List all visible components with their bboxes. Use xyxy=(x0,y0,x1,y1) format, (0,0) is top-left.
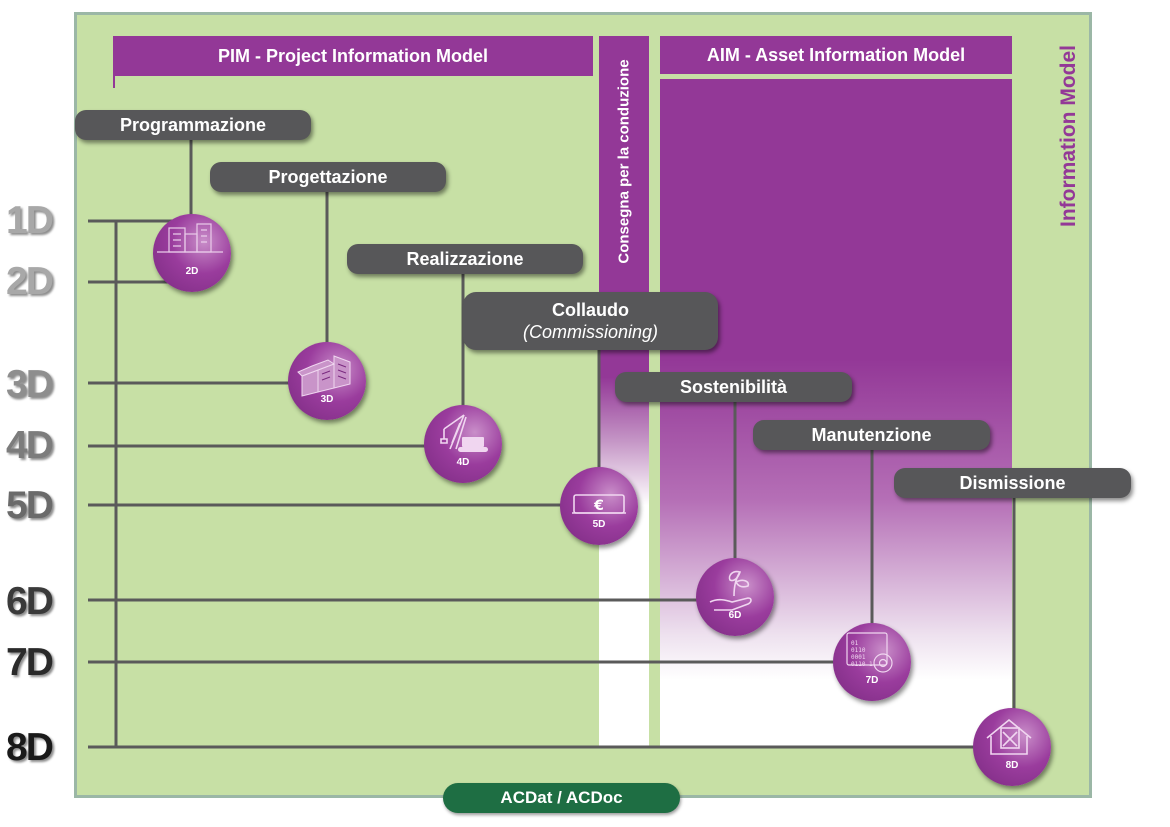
information-model-label: Information Model xyxy=(1057,45,1080,227)
dim-label-2d: 2D xyxy=(6,260,54,303)
pim-header: PIM - Project Information Model xyxy=(113,36,593,76)
phase-programmazione: Programmazione xyxy=(75,110,311,140)
svg-text:0110: 0110 xyxy=(851,647,866,654)
phase-realizzazione: Realizzazione xyxy=(347,244,583,274)
acdat-acdoc-badge: ACDat / ACDoc xyxy=(443,783,680,813)
dim-label-6d: 6D xyxy=(6,580,54,623)
dim-label-1d: 1D xyxy=(6,199,54,242)
phase-dismissione: Dismissione xyxy=(894,468,1131,498)
collaudo-subtitle: (Commissioning) xyxy=(522,322,659,342)
crane-icon xyxy=(440,414,488,452)
svg-text:0110 1: 0110 1 xyxy=(851,661,873,668)
collaudo-title: Collaudo xyxy=(552,300,629,320)
building-3d-icon xyxy=(297,355,351,397)
circle-7d: 01 0110 0001 0110 1 7D xyxy=(833,623,911,701)
circle-6d: 6D xyxy=(696,558,774,636)
house-demolition-icon xyxy=(986,718,1032,755)
circle-2d: 2D xyxy=(153,214,231,292)
svg-text:€: € xyxy=(593,498,604,514)
dim-label-4d: 4D xyxy=(6,424,54,467)
circle-7d-label: 7D xyxy=(865,675,879,686)
dim-label-8d: 8D xyxy=(6,726,54,769)
aim-header: AIM - Asset Information Model xyxy=(660,36,1012,74)
circle-6d-label: 6D xyxy=(728,610,742,621)
binary-gear-icon: 01 0110 0001 0110 1 xyxy=(846,632,893,673)
phase-progettazione: Progettazione xyxy=(210,162,446,192)
phase-sostenibilita: Sostenibilità xyxy=(615,372,852,402)
circle-3d: 3D xyxy=(288,342,366,420)
svg-text:0001: 0001 xyxy=(851,654,866,661)
circle-8d-label: 8D xyxy=(1005,760,1019,771)
svg-text:01: 01 xyxy=(851,640,859,647)
pim-tick xyxy=(113,76,115,88)
dim-label-3d: 3D xyxy=(6,363,54,406)
aim-gradient-area xyxy=(660,79,1012,747)
circle-4d: 4D xyxy=(424,405,502,483)
hand-plant-icon xyxy=(709,570,752,611)
phase-manutenzione: Manutenzione xyxy=(753,420,990,450)
circle-4d-label: 4D xyxy=(456,457,470,468)
circle-5d: € 5D xyxy=(560,467,638,545)
consegna-label-wrap: Consegna per la conduzione xyxy=(599,36,649,286)
information-model-label-wrap: Information Model xyxy=(1046,22,1092,250)
phase-collaudo: Collaudo (Commissioning) xyxy=(463,292,718,350)
circle-3d-label: 3D xyxy=(320,394,334,405)
dim-label-5d: 5D xyxy=(6,484,54,527)
building-plan-icon xyxy=(157,223,223,253)
circle-2d-label: 2D xyxy=(185,266,199,277)
dim-label-7d: 7D xyxy=(6,641,54,684)
euro-icon: € xyxy=(572,494,626,514)
circle-5d-label: 5D xyxy=(592,519,606,530)
circle-8d: 8D xyxy=(973,708,1051,786)
consegna-label: Consegna per la conduzione xyxy=(615,58,633,264)
